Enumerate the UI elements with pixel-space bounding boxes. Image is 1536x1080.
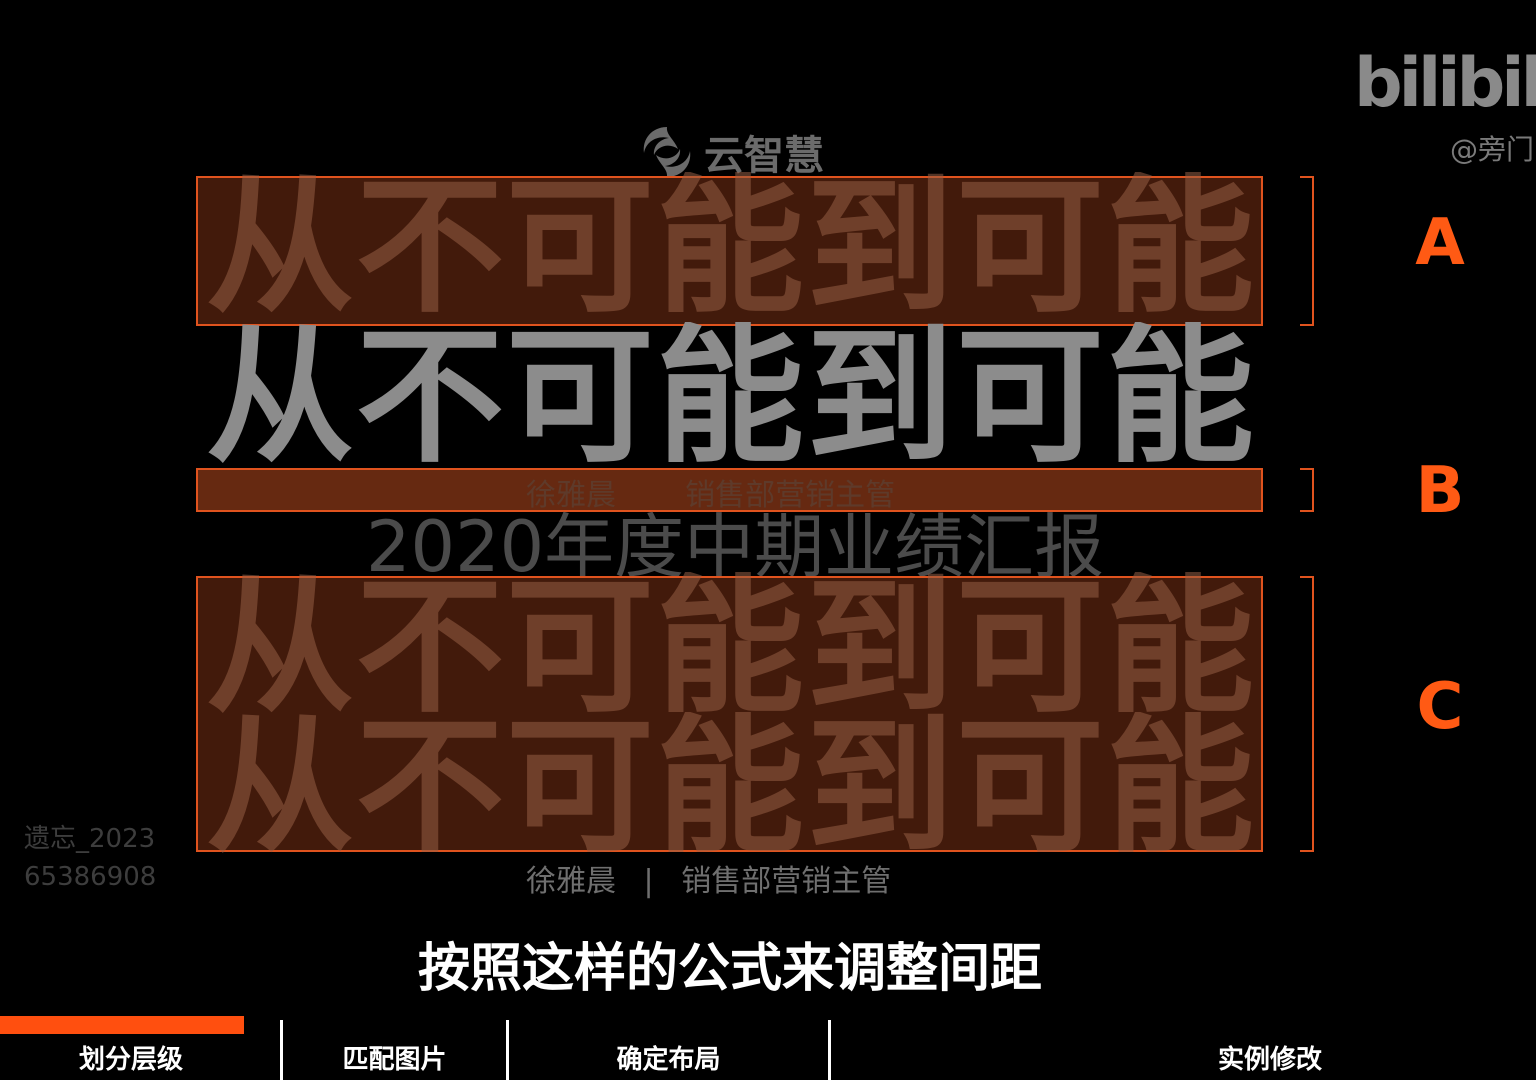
brace-b — [1300, 468, 1314, 512]
uploader-watermark-id: 65386908 — [24, 862, 157, 892]
brace-a — [1300, 176, 1314, 326]
chapter-divider — [280, 1020, 283, 1080]
report-title: 2020年度中期业绩汇报 — [366, 506, 1105, 588]
chapter-progress-bar — [0, 1016, 244, 1034]
bilibili-handle: @旁门 — [1450, 133, 1535, 166]
headline-main: 从不可能到可能 — [206, 322, 1256, 472]
headline-ghost-a: 从不可能到可能 — [206, 172, 1256, 322]
cloud-swirl-logo-icon — [643, 127, 691, 177]
chapter-tab-2[interactable]: 匹配图片 — [342, 1045, 447, 1075]
label-a: A — [1415, 206, 1465, 280]
label-b: B — [1415, 454, 1465, 528]
chapter-tab-1[interactable]: 划分层级 — [78, 1045, 183, 1075]
bilibili-logo-text: bilibili — [1354, 44, 1536, 120]
byline-ghost: 徐雅晨 销售部营销主管 — [526, 470, 895, 514]
byline: 徐雅晨 | 销售部营销主管 — [526, 856, 891, 900]
label-c: C — [1416, 670, 1464, 744]
brace-c — [1300, 576, 1314, 852]
brand-logo-text: 云智慧 — [704, 133, 824, 179]
video-caption: 按照这样的公式来调整间距 — [417, 939, 1042, 999]
byline-ghost-name: 徐雅晨 — [526, 478, 616, 513]
chapter-tab-3[interactable]: 确定布局 — [616, 1045, 721, 1075]
chapter-divider — [828, 1020, 831, 1080]
chapter-divider — [506, 1020, 509, 1080]
brand-logo: 云智慧 — [636, 120, 824, 184]
byline-title: 销售部营销主管 — [681, 864, 892, 899]
byline-ghost-title: 销售部营销主管 — [685, 478, 896, 513]
headline-ghost-c2: 从不可能到可能 — [206, 712, 1256, 862]
headline-ghost-c1: 从不可能到可能 — [206, 572, 1256, 722]
byline-separator: | — [643, 864, 654, 899]
band-a-box — [196, 176, 1263, 326]
band-c-box — [196, 576, 1263, 852]
byline-name: 徐雅晨 — [526, 864, 616, 899]
uploader-watermark-name: 遗忘_2023 — [24, 824, 156, 854]
bilibili-logo-icon: bilibili — [1354, 44, 1536, 120]
chapter-tab-4[interactable]: 实例修改 — [1217, 1045, 1322, 1075]
band-b-box — [196, 468, 1263, 512]
